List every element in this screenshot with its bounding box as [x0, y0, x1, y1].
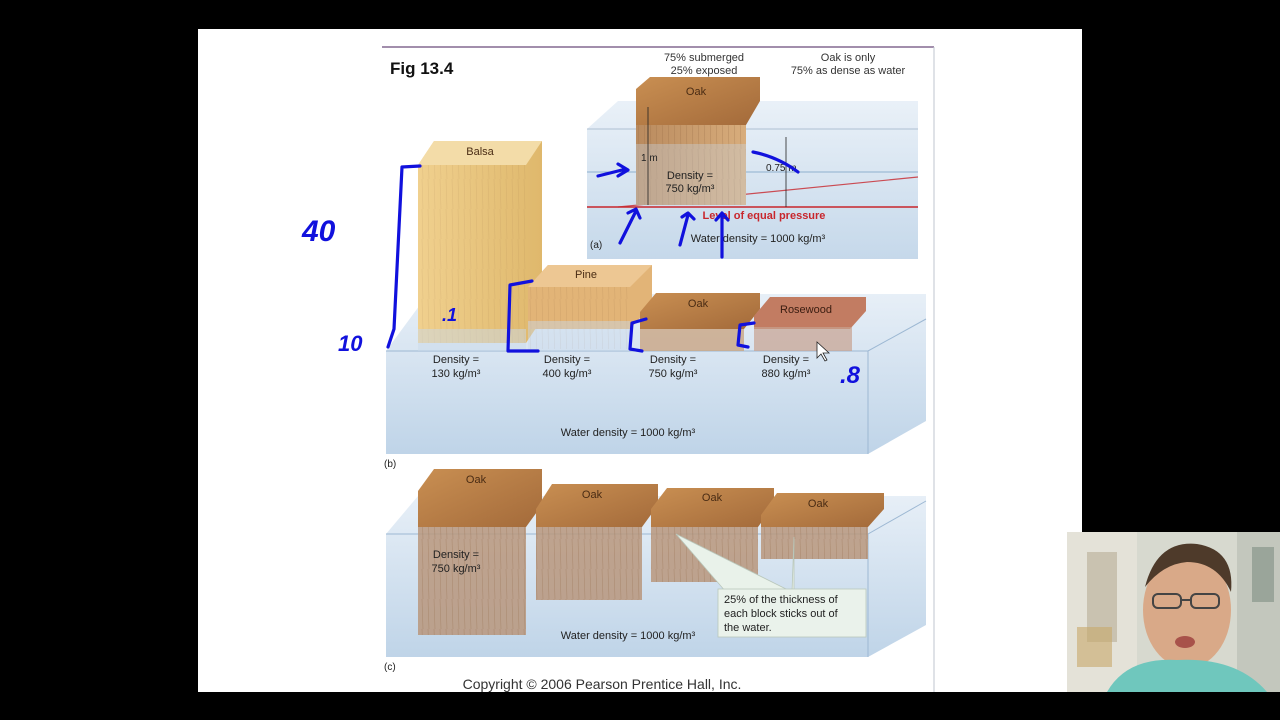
balsa-label: Balsa: [466, 146, 494, 158]
slide-page: Fig 13.4 Oak 1 m Density = 750 kg/m³ 0.7…: [198, 29, 1082, 692]
ink-bracket-oak: [628, 317, 648, 353]
webcam-overlay: [1067, 532, 1280, 692]
callout-box: [717, 588, 867, 638]
figure-title: Fig 13.4: [390, 59, 454, 78]
panel-c-water-density: Water density = 1000 kg/m³: [561, 630, 696, 642]
panel-c-density-2: 750 kg/m³: [432, 563, 481, 575]
pine-label: Pine: [575, 269, 597, 281]
panel-b-oak-block: [640, 293, 760, 329]
handwritten-annotations: [386, 150, 800, 353]
panel-b-oak-label: Oak: [688, 298, 709, 310]
mouse-cursor-icon: [816, 341, 831, 362]
oak-density-1: Density =: [650, 354, 696, 366]
ink-arrow-3: [678, 211, 696, 247]
panel-c-oak-label-4: Oak: [808, 498, 829, 510]
panel-a-depth-label: 0.75 m: [766, 163, 797, 174]
note-oak-1: Oak is only: [821, 52, 876, 64]
panel-a-water-density: Water density = 1000 kg/m³: [691, 233, 826, 245]
callout-line-2: each block sticks out of: [724, 608, 839, 620]
rosewood-density-2: 880 kg/m³: [762, 368, 811, 380]
note-submerged-2: 25% exposed: [671, 65, 738, 77]
oak-density-2: 750 kg/m³: [649, 368, 698, 380]
rosewood-block: [754, 297, 866, 329]
ink-curve: [751, 150, 800, 174]
panel-c-density-1: Density =: [433, 549, 479, 561]
rosewood-density-1: Density =: [763, 354, 809, 366]
panel-a-oak-label: Oak: [686, 86, 707, 98]
note-submerged-1: 75% submerged: [664, 52, 744, 64]
panel-a-density-2: 750 kg/m³: [666, 183, 715, 195]
panel-c-oak-label-1: Oak: [466, 474, 487, 486]
ink-note-40: 40: [301, 215, 336, 248]
panel-c-oak-label-2: Oak: [582, 489, 603, 501]
note-oak-2: 75% as dense as water: [791, 65, 906, 77]
panel-a-oak-top: [636, 77, 760, 125]
panel-a: Oak 1 m Density = 750 kg/m³ 0.75 m 75% s…: [587, 52, 919, 259]
pine-density-1: Density =: [544, 354, 590, 366]
rosewood-label: Rosewood: [780, 304, 832, 316]
panel-a-density-1: Density =: [667, 170, 713, 182]
ink-note-1: .1: [442, 305, 457, 325]
ink-bracket-rosewood: [736, 321, 756, 349]
pine-density-2: 400 kg/m³: [543, 368, 592, 380]
presenter-video: [1067, 532, 1280, 692]
pressure-label: Level of equal pressure: [703, 210, 826, 222]
callout-line-1: 25% of the thickness of: [724, 594, 839, 606]
panel-b-tag: (b): [384, 459, 396, 470]
ink-bracket-balsa: [386, 164, 422, 349]
copyright-line: Copyright © 2006 Pearson Prentice Hall, …: [463, 676, 742, 692]
ink-arrow-1: [596, 162, 630, 178]
panel-c: Oak Oak Oak Oak Density = 750 kg/m³ 25% …: [384, 469, 927, 673]
panel-a-height-label: 1 m: [641, 153, 658, 164]
balsa-density-2: 130 kg/m³: [432, 368, 481, 380]
presenter-face: [1143, 552, 1231, 668]
figure-13-4: Fig 13.4 Oak 1 m Density = 750 kg/m³ 0.7…: [301, 46, 935, 692]
ink-bracket-pine: [506, 279, 540, 353]
panel-a-tag: (a): [590, 240, 602, 251]
presenter-shirt: [1107, 659, 1267, 692]
ink-note-8: .8: [840, 362, 861, 389]
panel-b-water-density: Water density = 1000 kg/m³: [561, 427, 696, 439]
balsa-density-1: Density =: [433, 354, 479, 366]
ink-arrow-4: [714, 211, 730, 259]
ink-note-10: 10: [338, 331, 363, 356]
ink-arrow-2: [618, 207, 642, 245]
panel-c-oak-label-3: Oak: [702, 492, 723, 504]
callout-line-3: the water.: [724, 622, 772, 634]
panel-c-tag: (c): [384, 662, 396, 673]
